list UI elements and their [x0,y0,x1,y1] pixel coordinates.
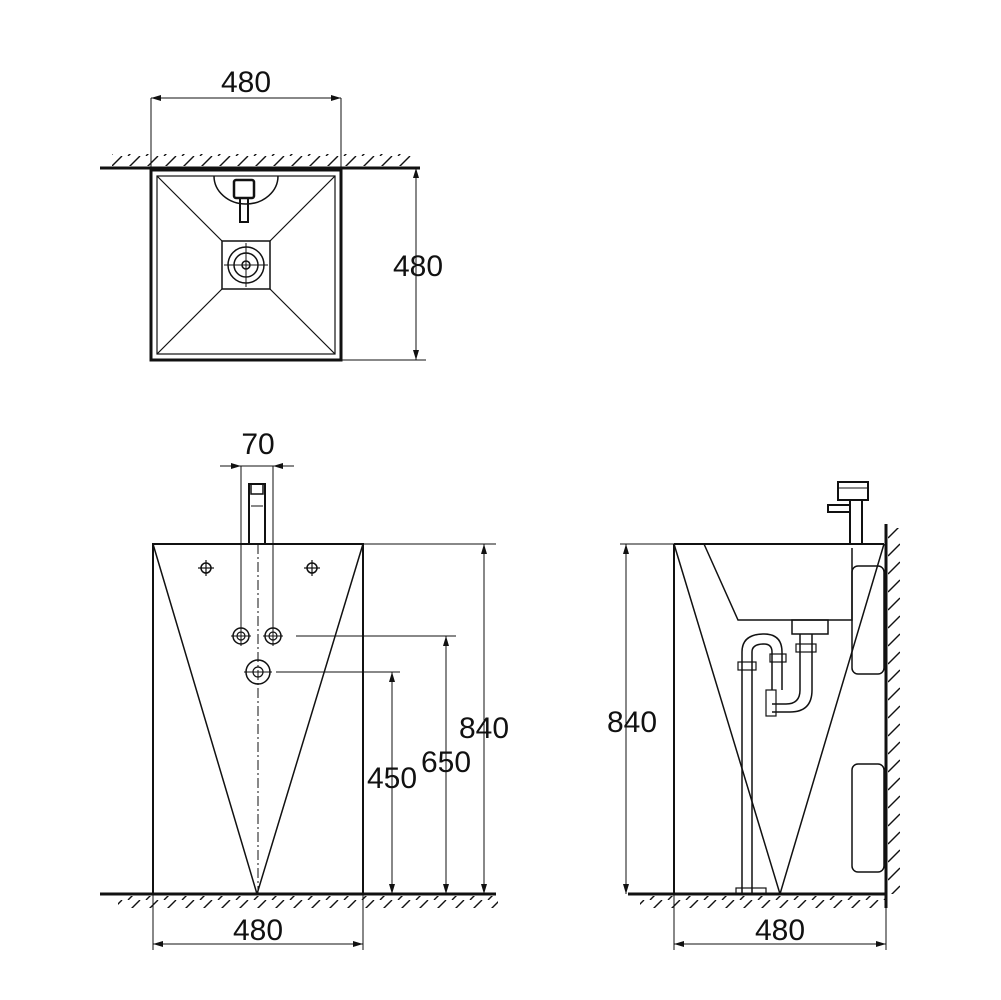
supply-inlet-icon [263,626,283,646]
supply-inlet-icon [231,626,251,646]
top-faucet-base [213,175,279,205]
side-basin-bowl [703,543,853,621]
top-faucet-icon [232,178,256,200]
drain-outlet-icon [244,659,272,685]
front-floor-hatch [118,896,498,908]
top-view: 480 480 [100,66,443,362]
top-depth-dim: 480 [393,250,443,283]
mounting-hole-icon [198,560,214,576]
side-wall-box [851,565,885,675]
front-faucet-spacing-dim: 70 [241,428,274,461]
front-width-dim: 480 [233,914,283,947]
side-height-dim: 840 [607,706,657,739]
side-wall-box [851,763,885,873]
top-drain-square [221,240,271,290]
front-drain-height-dim: 450 [367,762,417,795]
top-wall-hatch [112,154,412,166]
front-height-dim: 840 [459,712,509,745]
side-floor-hatch [640,896,886,908]
side-drain-trap-icon [735,619,829,895]
front-view: 70 840 650 450 480 [100,428,509,950]
mounting-hole-icon [304,560,320,576]
top-width-dim: 480 [221,66,271,99]
top-basin-outline [149,168,343,362]
side-wall-hatch [888,528,900,894]
side-width-dim: 480 [755,914,805,947]
side-view: 840 480 [607,481,900,950]
side-faucet-icon [827,481,869,545]
front-supply-height-dim: 650 [421,746,471,779]
top-basin-inner [156,175,336,355]
